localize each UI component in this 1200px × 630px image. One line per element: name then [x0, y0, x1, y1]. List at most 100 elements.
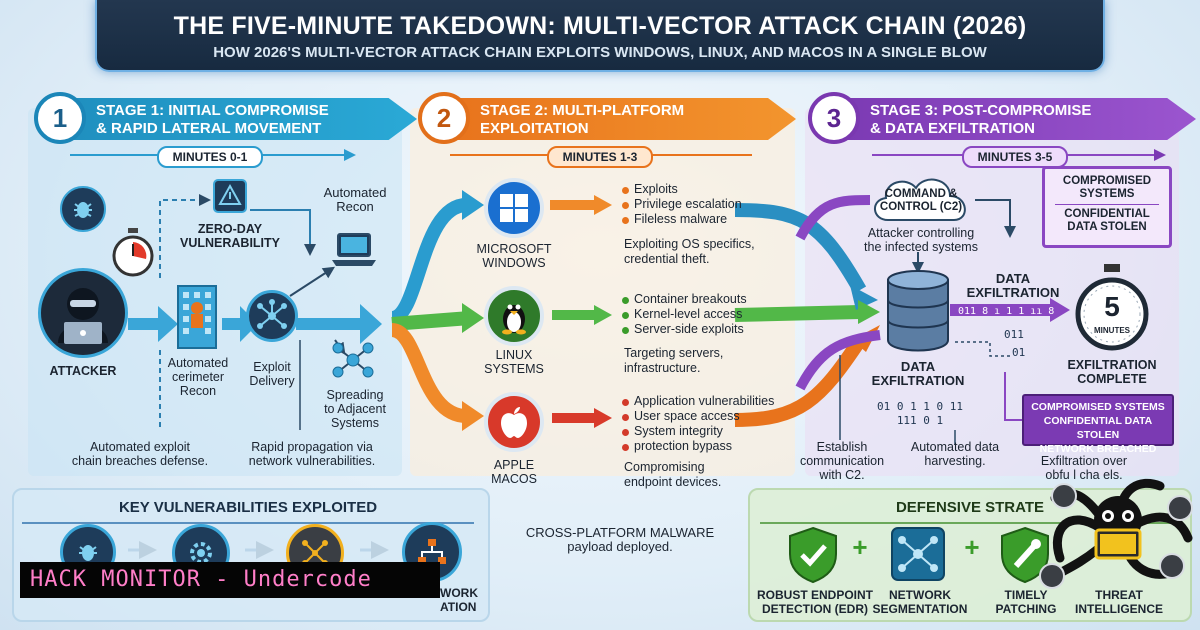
defense-seg-line2: SEGMENTATION — [872, 602, 968, 616]
linux-bullet: Container breakouts — [620, 292, 747, 307]
breach-summary-box: COMPROMISED SYSTEMS CONFIDENTIAL DATA ST… — [1022, 394, 1174, 455]
macos-bullet: System integrity — [620, 424, 774, 439]
defense-patch-line1: TIMELY — [1004, 588, 1048, 602]
exfil-line2: EXFILTRATION — [966, 285, 1060, 300]
stage2-title-line2: EXPLOITATION — [480, 120, 589, 137]
binary-mid-1: 011 — [1004, 328, 1024, 341]
plus-icon: + — [964, 532, 980, 562]
database-icon — [884, 268, 952, 352]
macos-note-line2: endpoint devices. — [624, 475, 722, 489]
defense-patch-line2: PATCHING — [995, 602, 1057, 616]
harvest-line1: Automated data — [910, 440, 1000, 454]
defense-intel-line2: INTELLIGENCE — [1074, 602, 1163, 616]
perimeter-line1: Automated — [167, 356, 229, 370]
recon-label: Automated Recon — [305, 186, 405, 214]
stage2-banner: 2 STAGE 2: MULTI-PLATFORM EXPLOITATION — [418, 92, 798, 148]
macos-label: APPLE MACOS — [466, 458, 562, 486]
link-exploit-recon — [289, 266, 336, 297]
stage2-number: 2 — [418, 92, 470, 144]
box2-line2: CONFIDENTIAL DATA STOLEN — [1043, 415, 1153, 441]
zero-day-label: ZERO-DAY VULNERABILITY — [170, 222, 290, 250]
defense-edr-line1: ROBUST ENDPOINT — [756, 588, 873, 602]
compromised-box: COMPROMISED SYSTEMS CONFIDENTIAL DATA ST… — [1042, 166, 1172, 248]
macos-line1: APPLE — [493, 458, 535, 472]
timer-number: 5 — [1104, 291, 1120, 322]
controlling-line1: Attacker controlling — [867, 226, 975, 240]
arrow-to-macos — [390, 323, 471, 423]
stage1-title-line2: & RAPID LATERAL MOVEMENT — [96, 120, 322, 137]
spreading-label: Spreading to Adjacent Systems — [308, 388, 402, 430]
binary-mid-2: 01 — [1012, 346, 1026, 359]
cross-line1: CROSS-PLATFORM MALWARE — [525, 525, 715, 540]
spreading-line1: Spreading — [326, 388, 384, 402]
perimeter-line3: Recon — [179, 384, 217, 398]
cross-platform-label: CROSS-PLATFORM MALWARE payload deployed. — [510, 526, 730, 554]
exfil-label: DATA EXFILTRATION — [958, 272, 1068, 300]
complete-line2: COMPLETE — [1077, 372, 1147, 386]
c2-line2: CONTROL (C2) — [879, 201, 963, 213]
network-hub-icon — [246, 290, 298, 342]
windows-note-line1: Exploiting OS specifics, — [624, 237, 755, 251]
defense-intel-line1: THREAT — [1095, 588, 1143, 602]
caption1-line2: chain breaches defense. — [71, 454, 209, 468]
box1-line1: COMPROMISED — [1062, 175, 1152, 187]
obfuscated-channel-label: Exfiltration over obfu l cha els. — [1024, 454, 1144, 482]
attacker-label: ATTACKER — [49, 364, 117, 378]
binary-stream-top: 011 8 ı 1 1 ıı 8 ı 1 — [958, 306, 1058, 317]
windows-note: Exploiting OS specifics, credential thef… — [624, 237, 755, 267]
stage2-minutes-label: MINUTES 1-3 — [546, 146, 654, 168]
binary-stream-bottom: 01 0 1 1 0 11 111 0 1 — [870, 400, 970, 428]
macos-note-line1: Compromising — [624, 460, 705, 474]
windows-line2: WINDOWS — [482, 256, 546, 270]
db-label-line1: DATA — [900, 359, 936, 374]
vuln-partial-line2: ATION — [440, 600, 477, 614]
stage2-title-line1: STAGE 2: MULTI-PLATFORM — [480, 102, 685, 119]
c2-line1: COMMAND & — [884, 188, 958, 200]
linux-bullets: Container breakouts Kernel-level access … — [620, 292, 747, 337]
windows-note-line2: credential theft. — [624, 252, 710, 266]
arrow-linux-to-exfil — [734, 305, 861, 322]
stage1-banner: 1 STAGE 1: INITIAL COMPROMISE & RAPID LA… — [34, 92, 417, 148]
zero-day-line2: VULNERABILITY — [180, 236, 280, 250]
stage3-title-line2: & DATA EXFILTRATION — [870, 120, 1035, 137]
complete-line1: EXFILTRATION — [1067, 358, 1157, 372]
timer-icon — [1072, 262, 1152, 352]
binary-bottom-line2: 111 0 1 — [896, 414, 944, 427]
perimeter-label: Automated cerimeter Recon — [150, 356, 246, 398]
linux-penguin-icon — [484, 286, 544, 346]
linux-note-line1: Targeting servers, — [624, 346, 724, 360]
cross-line2: payload deployed. — [567, 539, 673, 554]
linux-bullet: Kernel-level access — [620, 307, 747, 322]
macos-bullets: Application vulnerabilities User space a… — [620, 394, 774, 454]
arrow-c2-loop — [795, 195, 871, 241]
zero-day-chip-icon — [208, 176, 252, 216]
spreading-network-icon — [330, 340, 376, 380]
edr-shield-icon — [786, 526, 840, 584]
patching-icon — [998, 526, 1052, 584]
segmentation-icon — [888, 526, 948, 584]
box1-line4: DATA STOLEN — [1067, 221, 1147, 233]
stage3-title-line1: STAGE 3: POST-COMPROMISE — [870, 102, 1092, 119]
header-banner: THE FIVE-MINUTE TAKEDOWN: MULTI-VECTOR A… — [95, 0, 1105, 72]
windows-label: MICROSOFT WINDOWS — [466, 242, 562, 270]
obf-line2: obfu l cha els. — [1045, 468, 1123, 482]
stage2-minutes: MINUTES 1-3 — [450, 146, 750, 168]
macos-line2: MACOS — [491, 472, 537, 486]
macos-bullet: User space access — [620, 409, 774, 424]
arrow-purple-lower — [795, 330, 881, 391]
recon-line1: Automated — [323, 185, 387, 200]
stage1-caption-left: Automated exploit chain breaches defense… — [60, 440, 220, 468]
windows-bullet: Privilege escalation — [620, 197, 742, 212]
spreading-line2: to Adjacent — [324, 402, 386, 416]
windows-bullets: Exploits Privilege escalation Fileless m… — [620, 182, 742, 227]
vuln-partial-line1: WORK — [440, 586, 478, 600]
stage3-minutes: MINUTES 3-5 — [870, 146, 1160, 168]
macos-bullet: Application vulnerabilities — [620, 394, 774, 409]
octopus-hacker-logo — [1030, 468, 1196, 598]
linux-line2: SYSTEMS — [484, 362, 544, 376]
zero-day-line1: ZERO-DAY — [197, 222, 263, 236]
stage3-number: 3 — [808, 92, 860, 144]
box1-line3: CONFIDENTIAL — [1064, 208, 1150, 220]
windows-line1: MICROSOFT — [476, 242, 552, 256]
arrow-to-windows — [390, 197, 471, 325]
